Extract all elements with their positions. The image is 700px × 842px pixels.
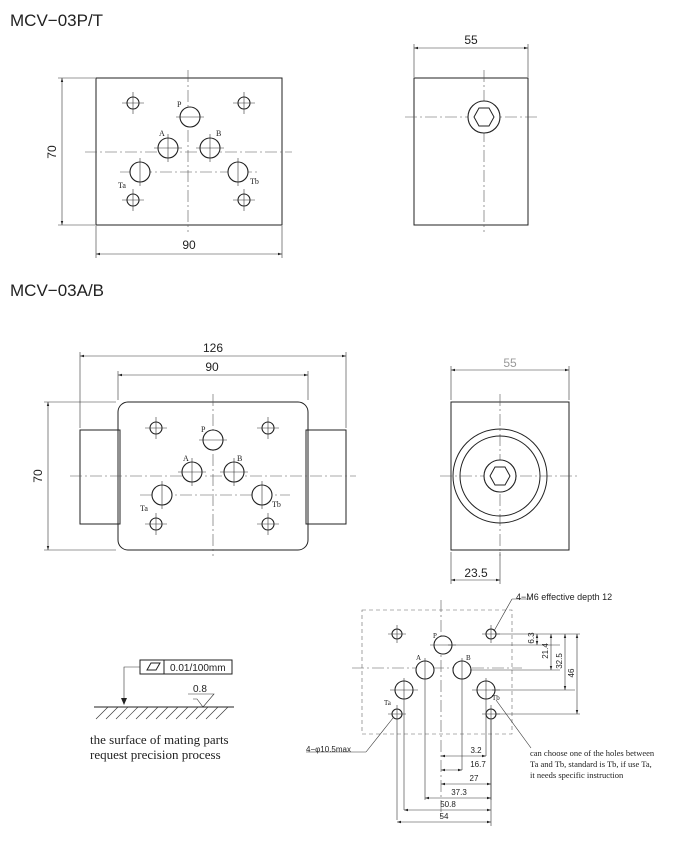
roughness-symbol xyxy=(188,693,215,708)
choice-note-line1: can choose one of the holes between xyxy=(530,748,655,758)
port-label-b: B xyxy=(216,129,221,138)
port-label-a: A xyxy=(159,129,165,138)
port-a xyxy=(154,134,182,162)
top-front-dim-height: 70 xyxy=(45,145,59,159)
port-ta xyxy=(129,158,151,186)
port-label-ta: Ta xyxy=(140,504,148,513)
port-label-p: P xyxy=(177,100,182,109)
mounting-hole xyxy=(122,92,144,114)
thread-note: 4−M6 effective depth 12 xyxy=(516,592,612,602)
hex-plug-icon xyxy=(473,107,495,127)
mid-side-view: 55 23.5 xyxy=(440,356,580,584)
mid-front-dim-height: 70 xyxy=(31,469,45,483)
h-dim-1: 3.2 xyxy=(470,746,482,755)
port-ta xyxy=(151,481,173,509)
top-front-body xyxy=(95,77,283,226)
coil-inner-circle xyxy=(459,435,541,517)
title-mcv-03pt: MCV−03P/T xyxy=(10,11,103,30)
port-a xyxy=(178,458,206,486)
port-label-b: B xyxy=(466,654,471,662)
v-dim-1: 6.3 xyxy=(527,632,536,644)
surface-finish-note: 0.01/100mm 0.8 the surface of mating par… xyxy=(90,659,234,762)
thread-hole xyxy=(388,625,406,643)
v-dim-3: 32.5 xyxy=(555,653,564,669)
top-side-dim-width: 55 xyxy=(464,33,478,47)
mounting-hole xyxy=(257,513,279,535)
port-label-ta: Ta xyxy=(118,181,126,190)
mid-front-view: P A B Ta Tb 126 90 70 xyxy=(31,341,356,556)
mounting-hole xyxy=(257,417,279,439)
mid-side-dim-width: 55 xyxy=(503,356,517,370)
right-solenoid-stub xyxy=(305,429,347,525)
mid-front-dim-overall: 126 xyxy=(203,341,223,355)
port-tb xyxy=(472,678,500,756)
port-b xyxy=(452,658,472,770)
surface-note-line2: request precision process xyxy=(90,747,221,762)
mounting-hole xyxy=(145,417,167,439)
h-dim-2: 16.7 xyxy=(470,760,486,769)
port-tb xyxy=(251,481,273,509)
plug-circle xyxy=(467,100,501,134)
flatness-icon xyxy=(146,662,161,671)
choice-note-line2: Ta and Tb, standard is Tb, if use Ta, xyxy=(530,759,652,769)
port-a xyxy=(415,658,435,800)
port-b xyxy=(196,134,224,162)
pattern-outline xyxy=(361,609,513,735)
top-front-view: P A B Ta Tb 70 90 xyxy=(45,70,292,258)
h-dim-6: 54 xyxy=(440,812,449,821)
title-mcv-03ab: MCV−03A/B xyxy=(10,281,104,300)
top-front-dim-width: 90 xyxy=(182,238,196,252)
thread-hole xyxy=(388,705,406,820)
roughness-value: 0.8 xyxy=(193,684,207,695)
mid-front-dim-body: 90 xyxy=(205,360,219,374)
flatness-value: 0.01/100mm xyxy=(170,663,226,674)
port-p xyxy=(199,429,227,451)
port-p xyxy=(176,106,204,128)
left-solenoid-stub xyxy=(79,429,121,525)
port-label-a: A xyxy=(416,654,421,662)
port-label-tb: Tb xyxy=(492,694,500,702)
port-label-a: A xyxy=(183,454,189,463)
port-label-p: P xyxy=(201,425,206,434)
mid-side-dim-offset: 23.5 xyxy=(464,566,488,580)
mounting-hole xyxy=(233,92,255,114)
mounting-hole xyxy=(145,513,167,535)
h-dim-3: 27 xyxy=(470,774,479,783)
mounting-pattern: P A B Ta Tb 4−M6 effective depth 12 4−φ1… xyxy=(306,592,655,826)
h-dim-4: 37.3 xyxy=(451,788,467,797)
port-label-ta: Ta xyxy=(384,699,392,707)
mounting-hole xyxy=(122,189,144,211)
surface-note-line1: the surface of mating parts xyxy=(90,732,229,747)
port-tb xyxy=(227,158,249,186)
hex-plug-icon xyxy=(489,466,511,486)
surface-hatching xyxy=(95,706,229,720)
port-label-b: B xyxy=(237,454,242,463)
port-ta xyxy=(390,678,418,810)
choice-note-line3: it needs specific instruction xyxy=(530,770,624,780)
hole-note: 4−φ10.5max xyxy=(306,745,351,754)
plug-circle xyxy=(483,459,517,493)
port-label-p: P xyxy=(433,632,437,640)
mounting-hole xyxy=(233,189,255,211)
port-label-tb: Tb xyxy=(250,177,259,186)
port-label-tb: Tb xyxy=(272,500,281,509)
coil-outer-circle xyxy=(452,428,548,524)
v-dim-4: 46 xyxy=(567,668,576,677)
top-side-body xyxy=(413,77,529,226)
top-side-view: 55 xyxy=(405,33,538,232)
h-dim-5: 50.8 xyxy=(440,800,456,809)
v-dim-2: 21.4 xyxy=(541,643,550,659)
port-b xyxy=(220,458,248,486)
